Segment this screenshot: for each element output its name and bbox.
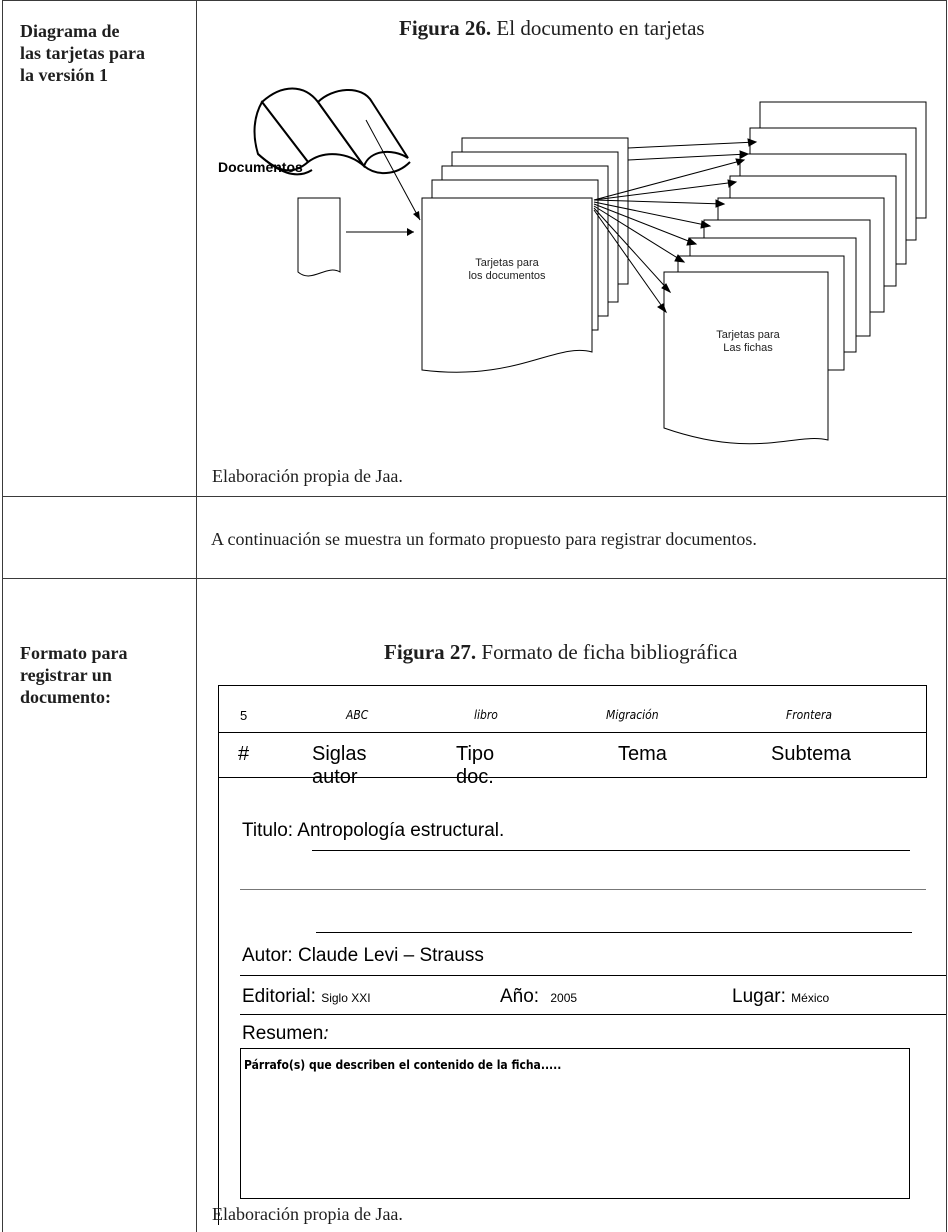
card-number-header: # (238, 743, 250, 765)
anio-label: Año: (500, 986, 540, 1007)
editorial-field: Editorial: Siglo XXI (242, 986, 371, 1008)
card-doc-type-header: Tipo doc. (456, 743, 495, 788)
card-subtopic-header: Subtema (771, 743, 852, 765)
autor-label: Autor: (242, 945, 293, 966)
figure-26-source: Elaboración propia de Jaa. (212, 466, 403, 486)
card-author-initials-value: ABC (346, 708, 369, 722)
document-cards-stack (421, 137, 629, 373)
titulo-value: Antropología estructural. (297, 820, 505, 841)
intro-paragraph: A continuación se muestra un formato pro… (211, 529, 757, 549)
card-number-value: 5 (240, 708, 248, 723)
titulo-extra-line-1 (240, 889, 926, 890)
documents-label: Documentos (218, 159, 303, 175)
figure-27-title: Formato de ficha bibliográfica (476, 640, 738, 664)
card-topic-header: Tema (618, 743, 667, 765)
titulo-extra-line-2 (316, 932, 912, 933)
anio-field: Año: 2005 (500, 986, 577, 1008)
autor-field: Autor: Claude Levi – Strauss (242, 945, 484, 967)
resumen-label: Resumen (242, 1023, 324, 1044)
resumen-box (240, 1048, 910, 1199)
table-left-border (2, 0, 3, 1232)
row-label-diagram: Diagrama de las tarjetas para la versión… (20, 21, 145, 85)
anio-value: 2005 (550, 991, 578, 1005)
card-topic-value: Migración (606, 708, 659, 722)
lugar-value: México (791, 991, 830, 1005)
editorial-label: Editorial: (242, 986, 316, 1007)
table-top-border (2, 0, 947, 1)
card-header-divider-2 (218, 777, 927, 778)
card-subtopic-value: Frontera (786, 708, 833, 722)
table-row-divider-2 (2, 578, 947, 579)
figure-26-caption: Figura 26. El documento en tarjetas (399, 16, 705, 41)
figure-26-title: El documento en tarjetas (491, 16, 705, 40)
lugar-field: Lugar: México (732, 986, 829, 1008)
table-right-border (946, 0, 947, 1232)
resumen-field: Resumen: (242, 1022, 329, 1045)
editorial-underline (240, 1014, 946, 1015)
card-author-initials-header: Siglas autor (312, 743, 367, 788)
card-top-border (218, 685, 927, 686)
book-icon (253, 87, 411, 176)
figure-26-number: Figura 26. (399, 16, 492, 40)
resumen-text: Párrafo(s) que describen el contenido de… (244, 1058, 562, 1072)
ficha-cards-stack (663, 101, 927, 445)
titulo-underline (312, 850, 910, 851)
titulo-label: Titulo: (242, 820, 294, 841)
row-label-format: Formato para registrar un documento: (20, 643, 128, 707)
figure-27-caption: Figura 27. Formato de ficha bibliográfic… (384, 640, 737, 665)
table-row-divider-1 (2, 496, 947, 497)
table-column-divider (196, 0, 197, 1232)
autor-value: Claude Levi – Strauss (297, 945, 484, 966)
resumen-colon: : (323, 1022, 330, 1044)
titulo-field: Titulo: Antropología estructural. (242, 820, 504, 842)
editorial-value: Siglo XXI (321, 991, 371, 1005)
figure-27-number: Figura 27. (384, 640, 477, 664)
figure-27-source: Elaboración propia de Jaa. (212, 1204, 403, 1224)
card-header-divider-1 (218, 732, 927, 733)
autor-underline (240, 975, 946, 976)
card-doc-type-value: libro (474, 708, 498, 722)
source-document-shape (297, 197, 341, 277)
lugar-label: Lugar: (732, 986, 786, 1007)
card-arrows (593, 138, 758, 314)
card-right-border (926, 685, 927, 778)
card-left-border (218, 685, 219, 1225)
